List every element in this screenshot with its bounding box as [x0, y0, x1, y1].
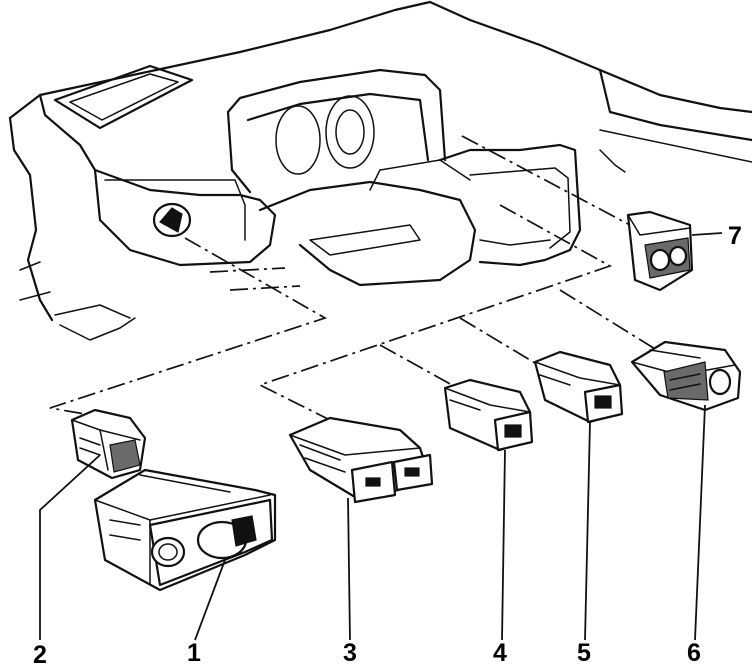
leader-lines: [39, 232, 723, 641]
dashboard-panel: [8, 0, 752, 341]
component-4-switch: [443, 378, 534, 452]
component-3-double-switch: [288, 416, 434, 504]
callout-3: 3: [343, 639, 357, 667]
callout-7: 7: [728, 222, 742, 250]
callout-labels: 1 2 3 4 5 6 7: [33, 222, 742, 669]
component-6-switch: [630, 340, 742, 412]
callout-1: 1: [187, 639, 201, 667]
component-7-switch: [626, 210, 694, 292]
callout-6: 6: [687, 639, 701, 667]
component-1-light-switch: [93, 468, 277, 592]
callout-5: 5: [577, 639, 591, 667]
component-2-switch: [70, 408, 147, 480]
component-5-switch: [533, 350, 624, 424]
callout-4: 4: [493, 639, 507, 667]
callout-2: 2: [33, 641, 47, 669]
